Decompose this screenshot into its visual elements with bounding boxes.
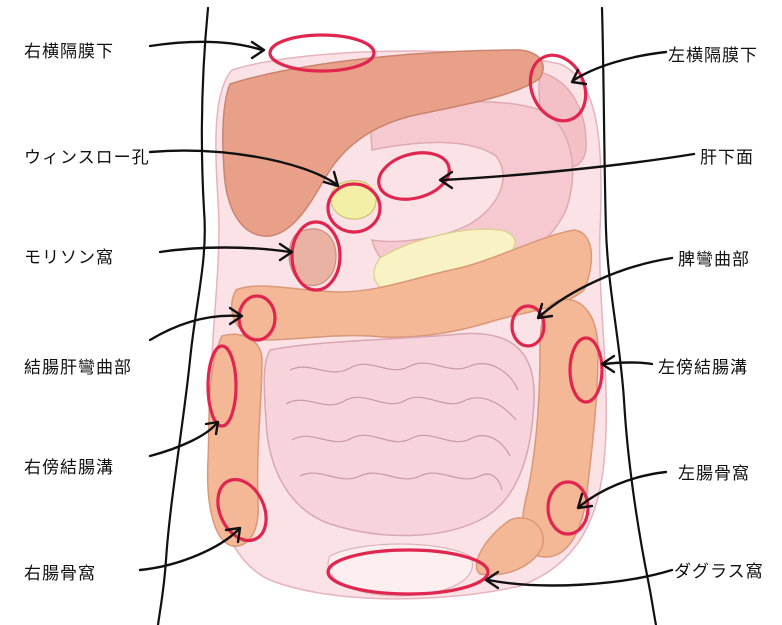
label-left-subphrenic: 左横隔膜下 [668,41,758,66]
label-left-iliac-fossa: 左腸骨窩 [678,459,750,484]
label-splenic-flexure: 脾彎曲部 [678,245,750,270]
label-hepatic-flexure: 結腸肝彎曲部 [24,353,132,378]
arrow-right-subphrenic [150,42,264,58]
label-right-subphrenic: 右横隔膜下 [24,37,114,62]
label-right-iliac-fossa: 右腸骨窩 [24,559,96,584]
label-winslow-foramen: ウィンスロー孔 [24,143,150,168]
body-outline-right [602,8,656,625]
label-subhepatic: 肝下面 [700,143,754,168]
label-morison-pouch: モリソン窩 [24,243,114,268]
label-douglas-pouch: ダグラス窩 [674,557,764,582]
arrow-left-subphrenic [572,52,666,84]
small-intestine [264,334,534,536]
label-right-paracolic: 右傍結腸溝 [24,453,114,478]
arrow-left-paracolic [602,356,652,372]
body-outline-left [158,8,208,625]
label-left-paracolic: 左傍結腸溝 [658,353,748,378]
